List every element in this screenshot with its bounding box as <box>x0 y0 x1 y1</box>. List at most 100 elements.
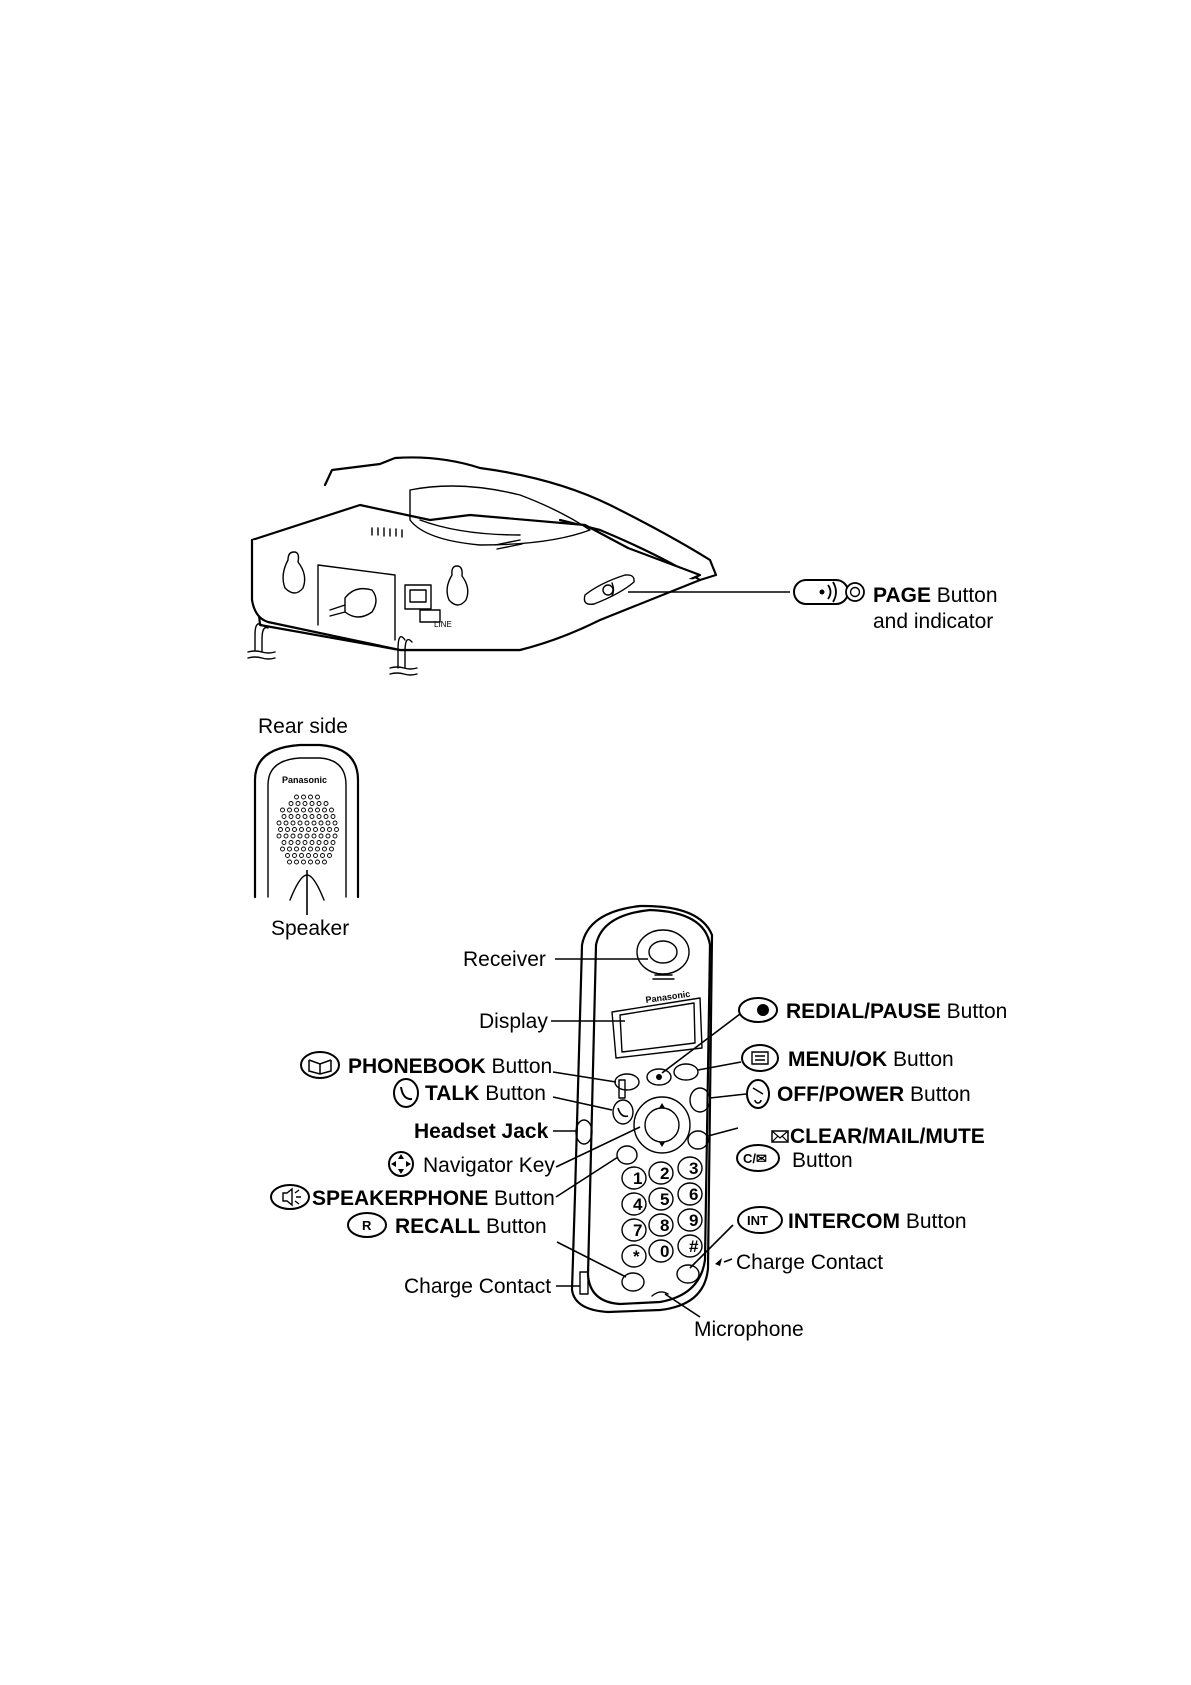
keypad-key: 4 <box>621 1192 647 1216</box>
grille-hole <box>311 833 317 839</box>
grille-hole <box>280 846 285 852</box>
grille-hole <box>315 794 320 800</box>
grille-hole <box>288 814 294 819</box>
grille-hole <box>316 814 322 819</box>
keypad-key-label: 0 <box>660 1242 669 1261</box>
grille-hole <box>311 820 317 826</box>
grille-hole <box>309 840 315 845</box>
grille-hole <box>294 859 299 865</box>
keypad-key-label: * <box>633 1247 640 1266</box>
grille-hole <box>309 814 315 819</box>
svg-text:R: R <box>362 1218 372 1233</box>
page-button-icon <box>793 579 865 605</box>
grille-hole <box>329 846 334 852</box>
grille-hole <box>308 794 313 800</box>
keypad-key-label: # <box>689 1237 699 1256</box>
receiver-label: Receiver <box>463 948 546 971</box>
grille-hole <box>323 801 329 806</box>
grille-hole <box>301 807 306 813</box>
headset-jack-label: Headset Jack <box>414 1120 549 1143</box>
redial-pause-icon <box>738 997 778 1023</box>
phonebook-leader-line <box>552 1071 617 1083</box>
grille-hole <box>313 827 318 832</box>
speakerphone-leader-line <box>555 1156 619 1198</box>
grille-hole <box>327 827 332 832</box>
clear-mail-mute-button-suffix: Button <box>792 1149 853 1172</box>
grille-hole <box>308 846 313 852</box>
phonebook-button-label: PHONEBOOK Button <box>348 1055 552 1078</box>
microphone-leader-line <box>664 1293 701 1318</box>
grille-hole <box>309 801 315 806</box>
grille-hole <box>330 814 336 819</box>
clear-mail-mute-icon: C/✉ <box>736 1144 780 1172</box>
grille-hole <box>280 807 285 813</box>
grille-hole <box>297 820 303 826</box>
keypad-key: 6 <box>677 1182 703 1206</box>
grille-hole <box>295 840 301 845</box>
keypad-key-label: 7 <box>633 1221 642 1240</box>
grille-hole <box>330 840 336 845</box>
grille-hole <box>304 820 310 826</box>
keypad-key: 9 <box>677 1208 703 1232</box>
grille-hole <box>306 853 311 858</box>
charge-contact-right-leader-line <box>723 1258 733 1263</box>
grille-hole <box>318 820 324 826</box>
intercom-leader-line <box>689 1224 734 1269</box>
grille-hole <box>285 853 290 858</box>
grille-hole <box>329 807 334 813</box>
keypad-key-label: 4 <box>633 1195 643 1214</box>
keypad-key: * <box>621 1244 647 1268</box>
recall-icon: R <box>347 1212 387 1238</box>
base-unit-illustration <box>247 456 718 676</box>
grille-hole <box>294 794 299 800</box>
grille-hole <box>315 807 320 813</box>
keypad-key: # <box>677 1234 703 1258</box>
phonebook-icon <box>300 1051 340 1079</box>
intercom-button-label: INTERCOM Button <box>788 1210 967 1233</box>
keypad-key-label: 3 <box>689 1159 698 1178</box>
off-leader-line <box>709 1093 747 1099</box>
grille-hole <box>287 846 292 852</box>
page-button-label: PAGE Button <box>873 584 998 607</box>
redial-pause-button-label: REDIAL/PAUSE Button <box>786 1000 1007 1023</box>
grille-hole <box>323 840 329 845</box>
grille-hole <box>287 807 292 813</box>
navigator-key-icon <box>388 1151 414 1177</box>
keypad-key: 5 <box>648 1187 674 1211</box>
grille-hole <box>315 846 320 852</box>
grille-hole <box>325 833 331 839</box>
intercom-icon: INT <box>737 1206 783 1234</box>
menu-leader-line <box>697 1061 742 1071</box>
grille-hole <box>301 846 306 852</box>
recall-leader-line <box>556 1241 627 1278</box>
grille-hole <box>322 859 327 865</box>
keypad-key-label: 8 <box>660 1216 669 1235</box>
keypad-key: 2 <box>648 1161 674 1185</box>
display-label: Display <box>479 1010 548 1033</box>
grille-hole <box>288 840 294 845</box>
grille-hole <box>306 827 311 832</box>
grille-hole <box>332 820 338 826</box>
keypad-key: 8 <box>648 1213 674 1237</box>
grille-hole <box>320 853 325 858</box>
grille-hole <box>318 833 324 839</box>
clear-leader-line <box>707 1127 739 1137</box>
grille-hole <box>332 833 338 839</box>
grille-hole <box>299 827 304 832</box>
grille-hole <box>294 846 299 852</box>
grille-hole <box>285 827 290 832</box>
grille-hole <box>302 840 308 845</box>
grille-hole <box>325 820 331 826</box>
speakerphone-icon <box>270 1184 310 1210</box>
grille-hole <box>278 827 283 832</box>
grille-hole <box>292 853 297 858</box>
speaker-label: Speaker <box>271 917 349 940</box>
charge-contact-right-marker <box>715 1258 722 1266</box>
grille-hole <box>294 807 299 813</box>
off-power-button-label: OFF/POWER Button <box>777 1083 971 1106</box>
grille-hole <box>276 833 282 839</box>
navigator-key-label: Navigator Key <box>423 1154 555 1177</box>
clear-mail-mute-button-label: CLEAR/MAIL/MUTE <box>790 1125 985 1148</box>
grille-hole <box>288 801 294 806</box>
